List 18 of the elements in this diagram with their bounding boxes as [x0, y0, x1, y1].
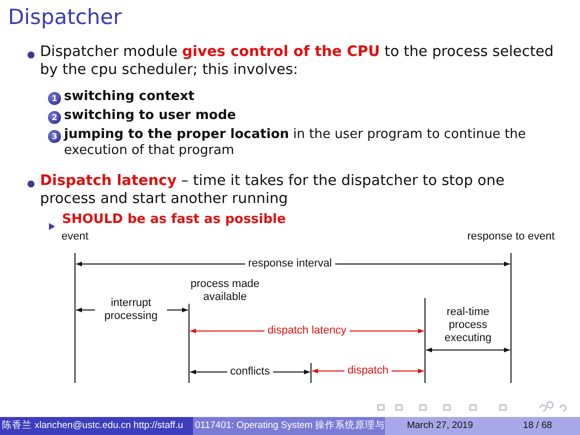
number-badge: 3: [48, 130, 61, 143]
number-badge: 1: [48, 92, 61, 105]
footer-text: 0117401: Operating System 操作系统原理与: [193, 417, 385, 435]
sub-bullet-text: SHOULD be as fast as possible: [62, 212, 287, 228]
diagram-label: interrupt processing: [95, 296, 167, 324]
diagram-label: dispatch: [344, 364, 392, 378]
number-badge: 2: [48, 111, 61, 124]
footer-text: March 27, 2019: [385, 417, 495, 435]
bullet-text: Dispatch latency – time it takes for the dispatcher to stop one process and start another running: [40, 172, 506, 208]
footer-text: 18 / 68: [495, 417, 580, 435]
slide-title: Dispatcher: [8, 4, 122, 30]
footer-text: 陈香兰 xlanchen@ustc.edu.cn http://staff.u: [0, 417, 193, 435]
list-item-text: switching to user mode: [64, 108, 237, 124]
list-item-text: jumping to the proper location in the user program to continue the execution of that program: [64, 127, 527, 158]
diagram-label: dispatch latency: [264, 324, 350, 338]
bullet-text: Dispatcher module gives control of the CPU to the process selected by the cpu scheduler; this involves:: [40, 43, 555, 80]
diagram-label: response interval: [245, 257, 335, 271]
list-item-text: switching context: [64, 89, 196, 106]
